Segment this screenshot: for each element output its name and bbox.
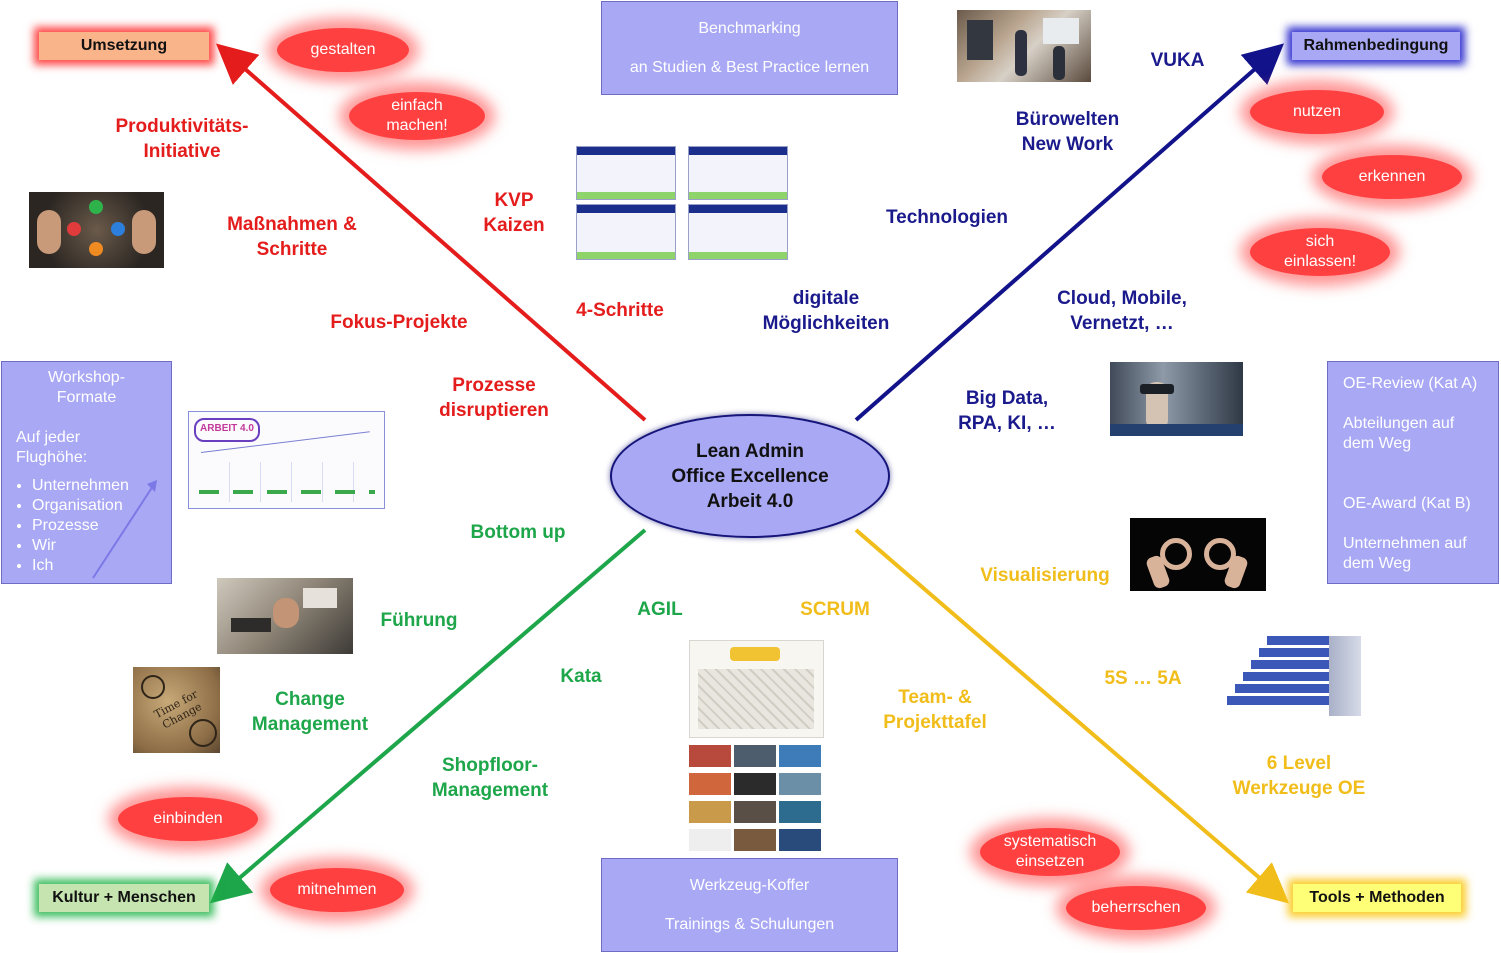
- label-fokus-projekte: Fokus-Projekte: [330, 312, 468, 333]
- list-item: Organisation: [32, 496, 171, 516]
- office-photo: [957, 10, 1091, 82]
- cloud-einbinden: einbinden: [118, 797, 258, 841]
- team-hands-photo: [217, 578, 353, 654]
- corner-umsetzung: Umsetzung: [39, 32, 209, 60]
- cloud-einfach-machen: einfach machen!: [349, 92, 485, 140]
- workshop-formate-title: Workshop- Formate: [47, 369, 126, 406]
- upward-arrow-icon: [92, 480, 157, 579]
- list-item: Wir: [32, 536, 171, 556]
- cloud-erkennen: erkennen: [1322, 155, 1462, 199]
- label-visualisierung: Visualisierung: [980, 565, 1110, 586]
- corner-rahmenbedingung: Rahmenbedingung: [1292, 32, 1460, 60]
- cloud-mitnehmen: mitnehmen: [270, 868, 404, 912]
- arbeit-40-slide: ARBEIT 4.0: [188, 411, 385, 509]
- arrow-to-rahmenbedingung: [854, 43, 1285, 422]
- list-item: Prozesse: [32, 516, 171, 536]
- center-line3: Arbeit 4.0: [706, 490, 794, 512]
- arrow-to-kultur: [209, 528, 647, 904]
- arrow-to-tools: [854, 528, 1290, 904]
- list-item: Unternehmen: [32, 476, 171, 496]
- label-big-data: Big Data, RPA, KI, …: [958, 388, 1056, 434]
- workshop-levels-list: Unternehmen Organisation Prozesse Wir Ic…: [16, 476, 171, 576]
- arbeit-40-logo: ARBEIT 4.0: [194, 418, 260, 442]
- workshop-formate-subtitle: Auf jeder Flughöhe:: [16, 429, 88, 466]
- sketchnote-arbeit-board: [689, 640, 824, 738]
- benchmarking-subtitle: an Studien & Best Practice lernen: [629, 59, 870, 76]
- cloud-sich-einlassen: sich einlassen!: [1250, 228, 1390, 276]
- kvp-document-thumbnails: [572, 142, 790, 260]
- werkzeug-koffer-box: Werkzeug-Koffer Trainings & Schulungen: [601, 858, 898, 952]
- vr-headset-photo: [1110, 362, 1243, 436]
- time-for-change-photo: Time for Change: [133, 667, 220, 753]
- label-change-management: Change Management: [251, 689, 369, 735]
- label-kata: Kata: [560, 666, 602, 687]
- label-kvp-kaizen: KVP Kaizen: [483, 190, 545, 236]
- workshop-formate-box: Workshop- Formate Auf jeder Flughöhe: Un…: [1, 361, 172, 584]
- label-vuka: VUKA: [1150, 50, 1205, 71]
- werkzeug-koffer-subtitle: Trainings & Schulungen: [664, 916, 835, 933]
- label-6-level-werkzeuge: 6 Level Werkzeuge OE: [1232, 753, 1366, 799]
- six-level-stack-graphic: [1217, 636, 1363, 716]
- cloud-beherrschen: beherrschen: [1066, 886, 1206, 930]
- label-prozesse-disruptieren: Prozesse disruptieren: [439, 375, 549, 421]
- label-shopfloor-management: Shopfloor- Management: [431, 755, 549, 801]
- arrow-to-umsetzung: [215, 43, 647, 422]
- list-item: Ich: [32, 556, 171, 576]
- oe-review-line3: OE-Award (Kat B): [1343, 495, 1471, 512]
- label-fuehrung: Führung: [380, 610, 458, 631]
- label-technologien: Technologien: [885, 207, 1009, 228]
- werkzeug-koffer-title: Werkzeug-Koffer: [689, 877, 810, 894]
- label-team-projekttafel: Team- & Projekttafel: [883, 687, 987, 733]
- people-network-photo: [29, 192, 164, 268]
- oe-review-line1: OE-Review (Kat A): [1343, 375, 1478, 392]
- hands-glasses-photo: [1130, 518, 1266, 591]
- corner-kultur-menschen: Kultur + Menschen: [39, 884, 209, 912]
- cloud-systematisch-einsetzen: systematisch einsetzen: [980, 828, 1120, 876]
- label-5s-5a: 5S … 5A: [1104, 668, 1182, 689]
- label-4-schritte: 4-Schritte: [576, 300, 664, 321]
- benchmarking-box: Benchmarking an Studien & Best Practice …: [601, 1, 898, 95]
- label-agil: AGIL: [637, 599, 683, 620]
- label-digitale-moeglichkeiten: digitale Möglichkeiten: [762, 288, 890, 334]
- oe-review-line4: Unternehmen auf dem Weg: [1343, 535, 1467, 572]
- center-line2: Office Excellence: [671, 465, 829, 487]
- label-cloud-mobile: Cloud, Mobile, Vernetzt, …: [1057, 288, 1187, 334]
- center-line1: Lean Admin: [695, 440, 805, 462]
- benchmarking-title: Benchmarking: [698, 20, 801, 37]
- label-buerowelten-new-work: Bürowelten New Work: [1015, 109, 1120, 155]
- label-scrum: SCRUM: [800, 599, 870, 620]
- label-produktivitaets-initiative: Produktivitäts- Initiative: [115, 116, 249, 162]
- oe-review-box: OE-Review (Kat A) Abteilungen auf dem We…: [1327, 361, 1499, 584]
- training-module-grid: [689, 745, 822, 851]
- cloud-nutzen: nutzen: [1250, 90, 1384, 134]
- label-bottom-up: Bottom up: [470, 522, 566, 543]
- oe-review-line2: Abteilungen auf dem Weg: [1343, 415, 1455, 452]
- label-massnahmen-schritte: Maßnahmen & Schritte: [227, 214, 357, 260]
- corner-tools-methoden: Tools + Methoden: [1293, 884, 1461, 912]
- cloud-gestalten: gestalten: [277, 28, 409, 72]
- center-ellipse: Lean Admin Office Excellence Arbeit 4.0: [610, 414, 890, 538]
